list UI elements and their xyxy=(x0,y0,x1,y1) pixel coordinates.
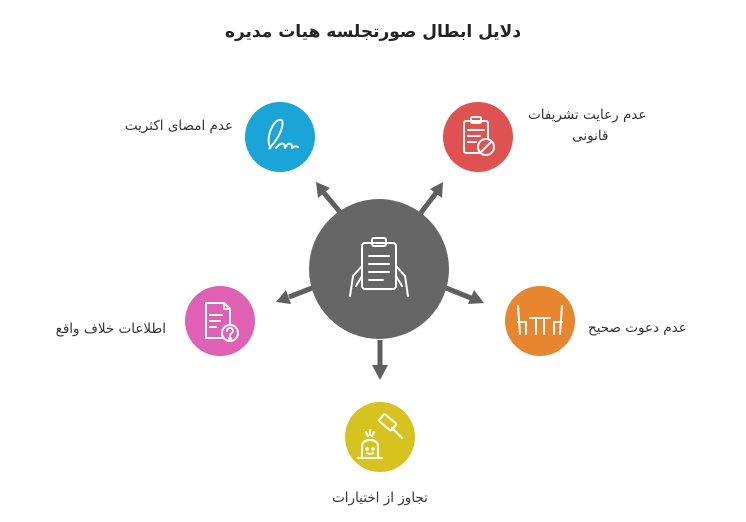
diagram-title: دلایل ابطال صورتجلسه هیات مدیره xyxy=(224,22,522,42)
label-invitation: عدم دعوت صحیح xyxy=(588,320,687,336)
label-formalities: عدم رعایت تشریفات قانونی xyxy=(528,105,646,147)
label-false-info: اطلاعات خلاف واقع xyxy=(55,321,166,337)
signature-node xyxy=(245,102,315,172)
arrow-to-invitation xyxy=(445,285,484,304)
gavel-icon xyxy=(357,413,403,459)
signature-icon xyxy=(267,118,299,150)
document-question-icon xyxy=(205,302,239,342)
label-signature: عدم امضای اکثریت xyxy=(124,118,233,134)
arrow-to-authority xyxy=(372,340,388,380)
hub-circle xyxy=(309,199,449,339)
label-formalities-line1: عدم رعایت تشریفات xyxy=(528,107,647,123)
label-formalities-line2: قانونی xyxy=(572,128,609,144)
arrow-to-formalities xyxy=(418,182,443,216)
authority-node xyxy=(345,402,415,472)
clipboard-hands-icon xyxy=(349,237,409,297)
meeting-table-icon xyxy=(517,305,563,335)
invitation-node xyxy=(505,286,575,356)
label-authority: تجاوز از اختیارات xyxy=(332,490,428,506)
arrow-to-signature xyxy=(316,182,342,214)
clipboard-prohibited-icon xyxy=(463,116,495,156)
arrow-to-false-info xyxy=(276,285,313,304)
